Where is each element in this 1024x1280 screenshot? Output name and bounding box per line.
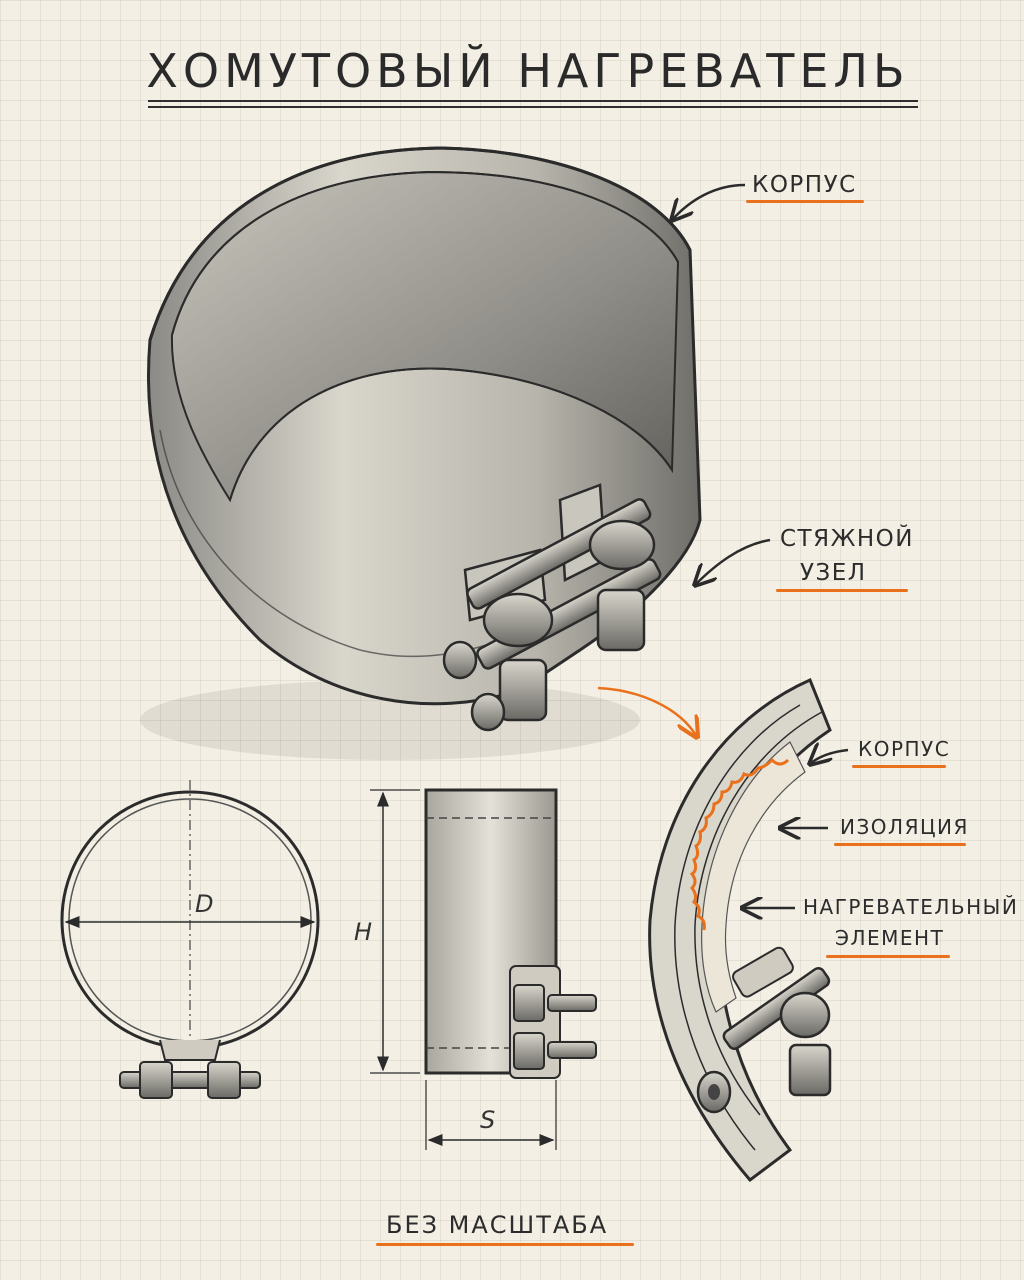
label-detail-body: КОРПУС [858, 737, 951, 761]
dimension-h: H [354, 918, 373, 946]
top-view-diameter [60, 780, 320, 1099]
callout-arrow-detail-body [810, 750, 849, 764]
page-title: ХОМУТОВЫЙ НАГРЕВАТЕЛЬ [146, 44, 910, 98]
label-heater-line2: ЭЛЕМЕНТ [835, 926, 945, 950]
title-rule-top [148, 100, 918, 102]
label-clamp-underline [776, 589, 908, 592]
label-detail-body-underline [852, 765, 946, 768]
footer-scale-note: БЕЗ МАСШТАБА [386, 1211, 609, 1239]
label-body: КОРПУС [752, 172, 857, 198]
section-detail [648, 677, 832, 1183]
detail-pointer-arrow [597, 686, 697, 737]
dimension-d: D [195, 890, 214, 918]
footer-underline [376, 1243, 634, 1246]
label-heater-underline [826, 955, 950, 958]
label-heater-line1: НАГРЕВАТЕЛЬНЫЙ [803, 895, 1019, 919]
label-insulation-underline [834, 843, 966, 846]
main-heater-illustration [140, 146, 702, 760]
side-view-height-width [370, 788, 597, 1150]
label-body-underline [746, 200, 864, 203]
callout-arrow-body [672, 183, 746, 220]
title-rule-bottom [148, 106, 918, 108]
callout-arrow-clamp [695, 538, 771, 585]
label-clamp-line2: УЗЕЛ [800, 560, 867, 586]
label-insulation: ИЗОЛЯЦИЯ [840, 815, 969, 839]
dimension-s: S [480, 1106, 496, 1134]
label-clamp-line1: СТЯЖНОЙ [780, 526, 914, 552]
